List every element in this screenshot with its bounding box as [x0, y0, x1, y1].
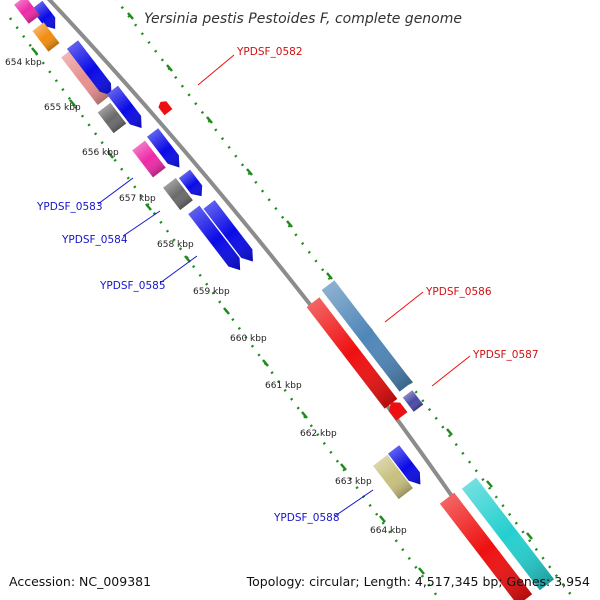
scale-labels: 654 kbp 655 kbp 656 kbp 657 kbp 658 kbp …: [5, 58, 407, 536]
gene-label-ypdsf-0582[interactable]: YPDSF_0582: [236, 46, 303, 58]
gene-label-ypdsf-0588[interactable]: YPDSF_0588: [273, 512, 340, 524]
kbp-label: 660 kbp: [230, 334, 267, 344]
forward-strand-features: [14, 0, 421, 500]
tick-rings: [8, 0, 576, 600]
inner-ring-major-ticks: [31, 47, 425, 575]
gene-label-ypdsf-0584[interactable]: YPDSF_0584: [61, 234, 128, 246]
label-leader-line: [334, 489, 374, 517]
label-leader-line: [122, 210, 161, 237]
kbp-label: 655 kbp: [44, 103, 81, 113]
gene-label-ypdsf-0583[interactable]: YPDSF_0583: [36, 201, 103, 213]
kbp-label: 658 kbp: [157, 240, 194, 250]
gene-label-ypdsf-0587[interactable]: YPDSF_0587: [472, 349, 539, 361]
reverse-strand-features: [157, 99, 555, 600]
kbp-label: 656 kbp: [82, 148, 119, 158]
kbp-label: 657 kbp: [119, 194, 156, 204]
gene-labels: YPDSF_0582 YPDSF_0583 YPDSF_0584 YPDSF_0…: [36, 46, 539, 524]
gene-label-ypdsf-0585[interactable]: YPDSF_0585: [99, 280, 166, 292]
kbp-label: 663 kbp: [335, 477, 372, 487]
kbp-label: 659 kbp: [193, 287, 230, 297]
reverse-gene-arrow[interactable]: [157, 99, 173, 116]
label-leader-line: [97, 177, 134, 205]
label-leader-line: [431, 355, 471, 387]
label-leader-line: [197, 54, 235, 86]
map-title: Yersinia pestis Pestoides F, complete ge…: [144, 11, 462, 27]
kbp-label: 661 kbp: [265, 381, 302, 391]
label-leader-line: [384, 291, 424, 323]
outer-ring-major-ticks: [127, 12, 533, 540]
kbp-label: 664 kbp: [370, 526, 407, 536]
label-leader-line: [159, 255, 198, 284]
kbp-label: 662 kbp: [300, 429, 337, 439]
kbp-label: 654 kbp: [5, 58, 42, 68]
gene-label-ypdsf-0586[interactable]: YPDSF_0586: [425, 286, 492, 298]
accession-text: Accession: NC_009381: [9, 574, 151, 589]
reverse-gene-arrow[interactable]: [385, 398, 408, 421]
genome-summary-text: Topology: circular; Length: 4,517,345 bp…: [246, 574, 590, 589]
